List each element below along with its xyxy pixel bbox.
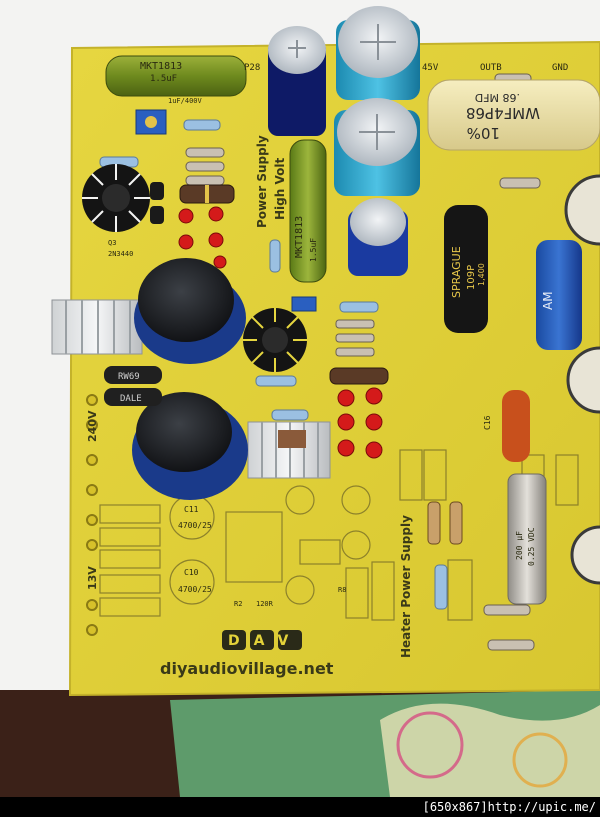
mkt-top-line2: 1.5uF xyxy=(150,74,177,84)
heatsink-fin-mid xyxy=(247,421,331,479)
axial-line1: 200 µF xyxy=(515,531,524,560)
outb-label: OUTB xyxy=(480,63,502,73)
heatsink-fin-left xyxy=(51,299,143,355)
silk-lines xyxy=(99,449,579,621)
dale-resistor: RW69 DALE xyxy=(104,366,162,406)
dav-logo: DAV xyxy=(222,630,302,650)
q3-part: 2N3440 xyxy=(108,250,133,258)
red-leds-mid xyxy=(337,387,383,459)
c10-value: 4700/25 xyxy=(178,585,212,594)
mkt-top-line3: 1uF/400V xyxy=(168,97,203,105)
c11-label: C11 xyxy=(184,505,199,514)
mkt-top-line1: MKT1813 xyxy=(140,61,182,72)
cloth-pattern xyxy=(380,703,600,797)
website-label: diyaudiovillage.net xyxy=(160,659,334,678)
mkt-capacitor-top: MKT1813 1.5uF 1uF/400V xyxy=(105,55,247,105)
resistors-top xyxy=(99,73,541,651)
axial-line2: 0.25 VDC xyxy=(527,527,536,566)
tube-sockets xyxy=(564,174,600,585)
orange-film-capacitor xyxy=(502,390,530,462)
heatsink-star-top xyxy=(82,164,150,232)
heatsink-star-mid xyxy=(243,308,307,372)
electrolytic-cap-teal-2 xyxy=(334,98,420,196)
pcb-photo: MKT1813 1.5uF 1uF/400V xyxy=(0,0,600,797)
dav-logo-text: DAV xyxy=(228,633,302,649)
electrolytic-cap-blue-small xyxy=(348,198,408,276)
c10-label: C10 xyxy=(184,568,199,577)
sprague-line2: 109P xyxy=(466,265,477,290)
blue-cap-label: AM xyxy=(541,291,555,310)
red-leds-top xyxy=(178,206,227,269)
wima-line2: .68 MFD xyxy=(475,91,520,104)
r2-value: 120R xyxy=(256,600,274,608)
v45-label: 45V xyxy=(422,63,439,73)
watermark-text: [650x867]http://upic.me/ xyxy=(422,800,596,814)
sprague-capacitor: SPRAGUE 109P 1,400 xyxy=(444,205,488,333)
sprague-line1: SPRAGUE xyxy=(450,246,463,298)
cloth-motif xyxy=(396,711,464,779)
c11-value: 4700/25 xyxy=(178,521,212,530)
voltage-240: 240V xyxy=(86,410,99,442)
voltage-13: 13V xyxy=(86,566,99,590)
wima-line3: 10% xyxy=(467,124,500,142)
hv-supply-line2: High Volt xyxy=(273,158,287,220)
c16-label: C16 xyxy=(483,415,492,430)
axial-silver-capacitor: 200 µF 0.25 VDC xyxy=(507,473,547,605)
watermark-banner: [650x867]http://upic.me/ xyxy=(0,797,600,817)
r2-label: R2 xyxy=(234,600,242,608)
cloth-motif xyxy=(512,732,568,788)
mkt-mid-line2: 1.5uF xyxy=(309,238,318,262)
heater-supply-label: Heater Power Supply xyxy=(399,515,413,658)
wima-line1: WMF4P68 xyxy=(466,104,540,122)
mkt-mid-line1: MKT1813 xyxy=(294,216,305,258)
gnd-label: GND xyxy=(552,63,568,73)
electrolytic-cap-dark-blue xyxy=(268,26,326,136)
hv-supply-line1: Power Supply xyxy=(255,135,269,228)
filter-capacitor-top xyxy=(134,258,246,364)
electrolytic-cap-teal-1 xyxy=(336,6,420,100)
mkt-capacitor-mid: MKT1813 1.5uF xyxy=(289,139,327,283)
transistors xyxy=(150,182,164,224)
dale-line1: RW69 xyxy=(118,372,140,382)
mounting-holes xyxy=(86,394,98,636)
sprague-line3: 1,400 xyxy=(477,263,486,286)
filter-capacitor-bottom xyxy=(132,392,248,500)
q3-label: Q3 xyxy=(108,239,116,247)
wima-capacitor: WMF4P68 .68 MFD 10% xyxy=(427,79,600,151)
blue-capacitor-right: AM xyxy=(536,240,582,350)
trimmer-pot xyxy=(135,109,167,135)
r8-label: R8 xyxy=(338,586,346,594)
p28-label: P28 xyxy=(244,63,260,73)
dale-line2: DALE xyxy=(120,394,142,404)
